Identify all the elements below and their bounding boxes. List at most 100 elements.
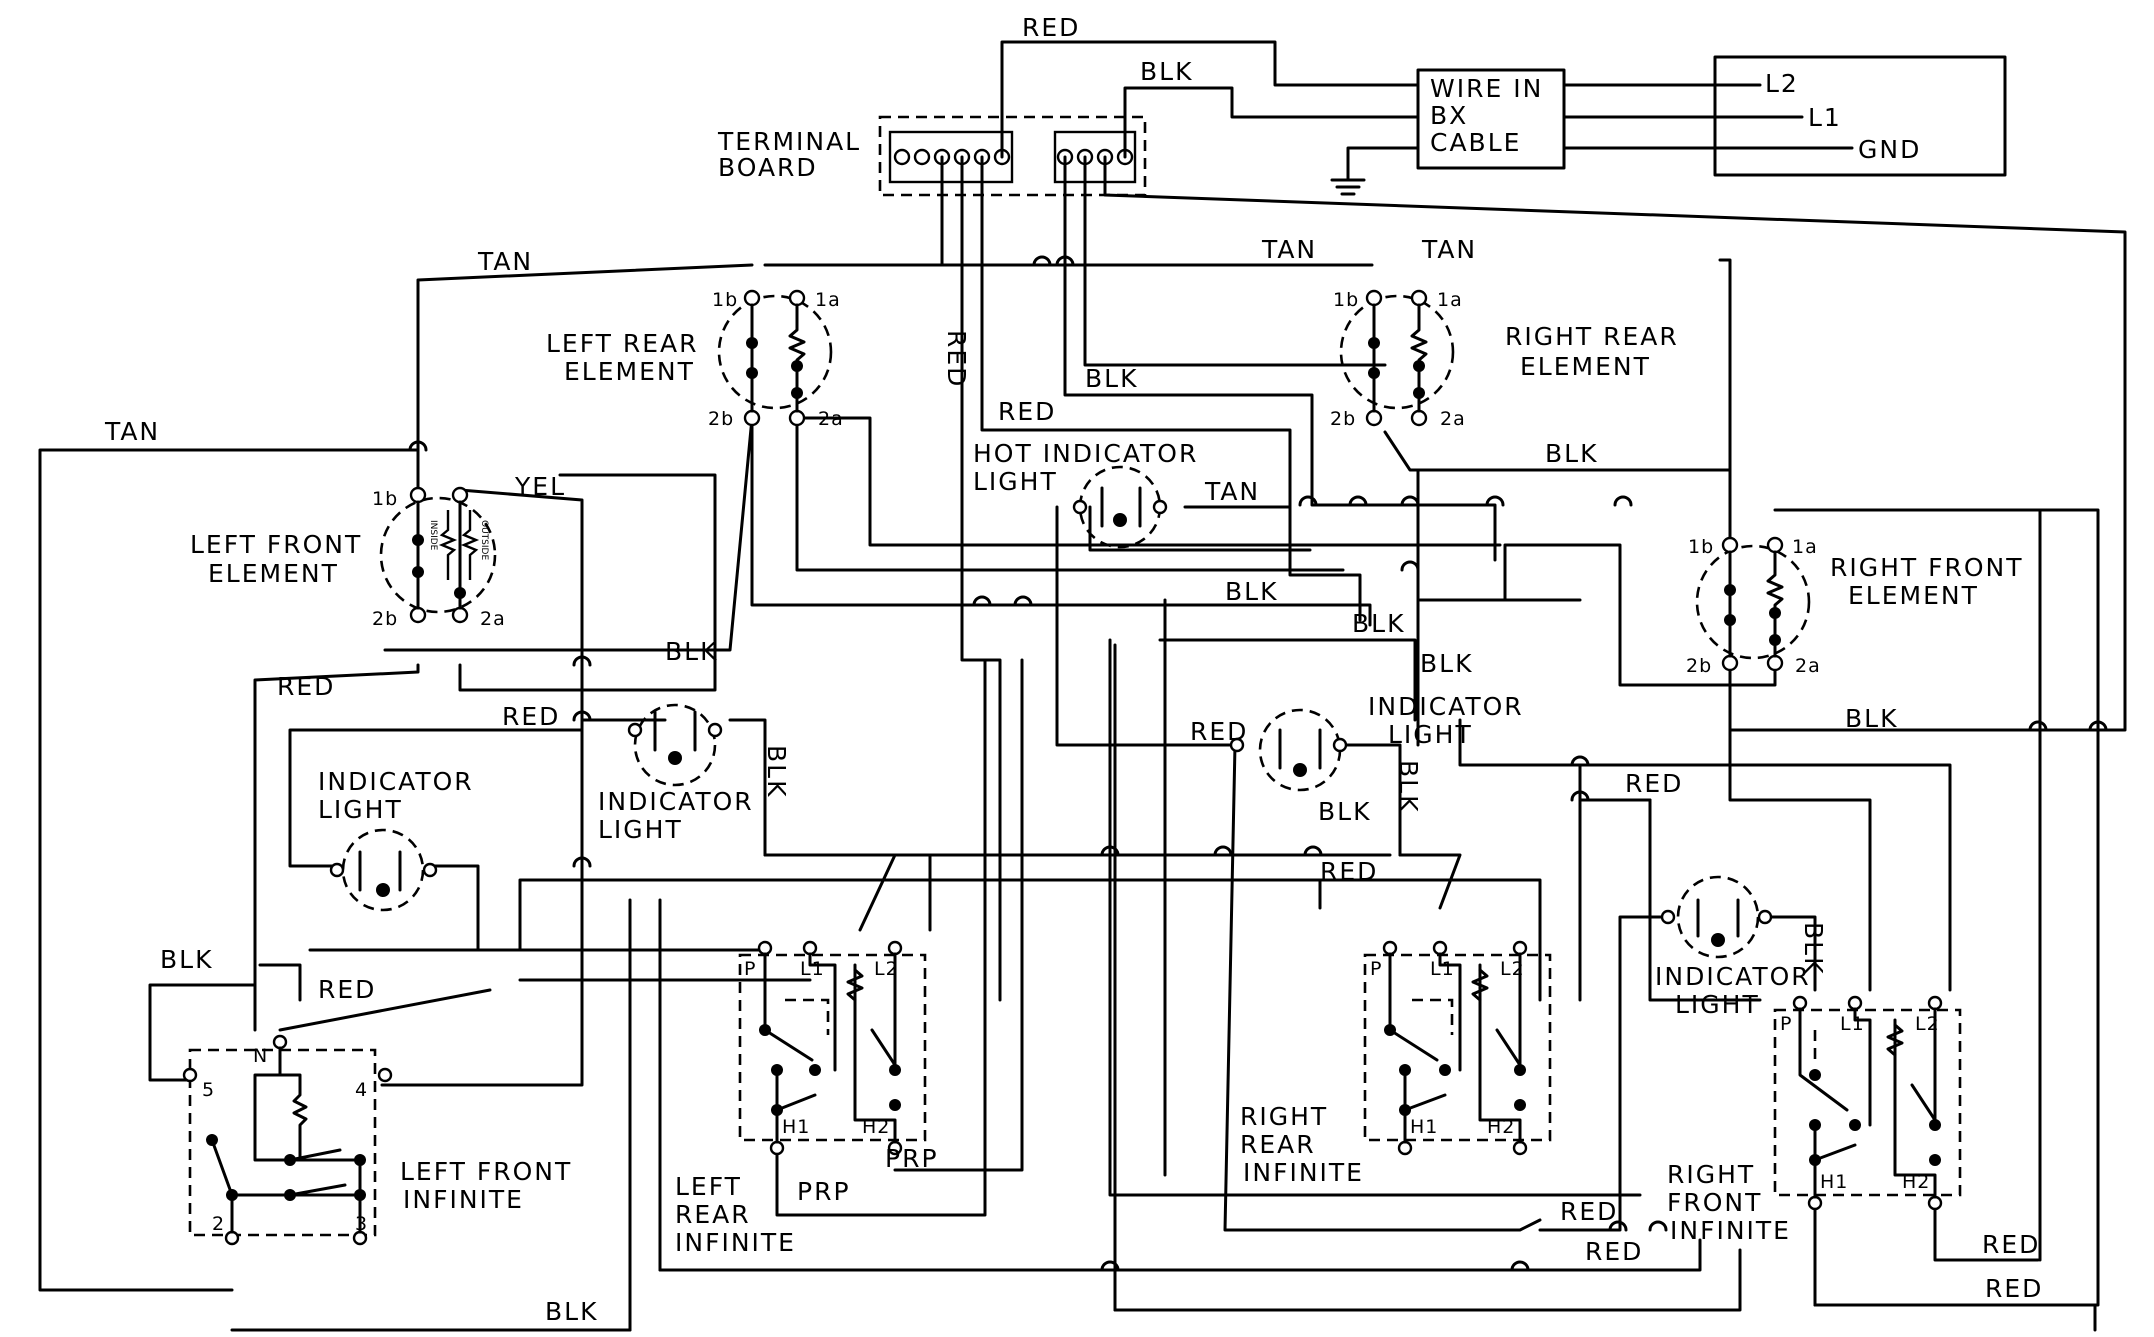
rr-sw-term-h1: H1 bbox=[1410, 1116, 1438, 1138]
right-rear-infinite-label-3: INFINITE bbox=[1243, 1158, 1364, 1187]
left-front-indicator-label-2: LIGHT bbox=[318, 795, 403, 824]
lf-sw-term-3: 3 bbox=[355, 1213, 368, 1235]
wire-label-blk-2: BLK bbox=[1545, 439, 1598, 468]
wire-label-red-3: RED bbox=[502, 702, 560, 731]
lr-term-1b: 1b bbox=[712, 289, 738, 311]
left-rear-infinite-label-2: REAR bbox=[675, 1200, 751, 1229]
rf-sw-term-h1: H1 bbox=[1820, 1171, 1848, 1193]
wire-label-red-6: RED bbox=[1320, 857, 1378, 886]
rf-term-1b: 1b bbox=[1688, 536, 1714, 558]
left-front-element: INSIDE OUTSIDE 1b 2b 2a LEFT FRONT ELEME… bbox=[190, 486, 506, 630]
harness-wires bbox=[38, 155, 2127, 1332]
terminal-board-label-1: TERMINAL bbox=[717, 127, 861, 156]
wire-label-red-vertical: RED bbox=[942, 330, 971, 388]
line-l2-label: L2 bbox=[1765, 69, 1799, 98]
right-front-indicator-light: INDICATOR LIGHT bbox=[1655, 875, 1811, 1019]
wire-label-prp-2: PRP bbox=[797, 1177, 851, 1206]
hot-indicator-label-1: HOT INDICATOR bbox=[973, 439, 1198, 468]
outside-label: OUTSIDE bbox=[479, 520, 489, 560]
right-front-element-label-2: ELEMENT bbox=[1848, 581, 1979, 610]
rr-term-1a: 1a bbox=[1437, 289, 1463, 311]
rr-term-2a: 2a bbox=[1440, 408, 1466, 430]
lf-term-2a: 2a bbox=[480, 608, 506, 630]
right-rear-infinite-label-1: RIGHT bbox=[1240, 1102, 1328, 1131]
rr-term-1b: 1b bbox=[1333, 289, 1359, 311]
terminal-block-right bbox=[1053, 130, 1137, 184]
rr-sw-term-l1: L1 bbox=[1430, 958, 1455, 980]
left-rear-element-label-1: LEFT REAR bbox=[546, 329, 699, 358]
left-rear-element: 1b 1a 2b 2a LEFT REAR ELEMENT bbox=[546, 289, 844, 430]
right-front-infinite-label-1: RIGHT bbox=[1667, 1160, 1755, 1189]
wire-label-prp-1: PRP bbox=[885, 1144, 939, 1173]
right-front-infinite-label-3: INFINITE bbox=[1670, 1216, 1791, 1245]
rr-sw-term-p: P bbox=[1370, 958, 1382, 980]
terminal-block-left bbox=[888, 130, 1014, 184]
wire-label-blk-3: BLK bbox=[1225, 577, 1278, 606]
right-front-element: 1b 1a 2b 2a RIGHT FRONT ELEMENT bbox=[1686, 536, 2022, 677]
right-front-indicator-label-1: INDICATOR bbox=[1655, 962, 1811, 991]
wire-label-blk-5: BLK bbox=[1420, 649, 1473, 678]
lr-term-1a: 1a bbox=[815, 289, 841, 311]
wire-label-red-7: RED bbox=[318, 975, 376, 1004]
left-front-infinite-switch: N 5 4 2 3 LEFT FRONT INFINITE bbox=[182, 1034, 572, 1246]
line-gnd-label: GND bbox=[1858, 135, 1921, 164]
wire-label-red-8: RED bbox=[1560, 1197, 1618, 1226]
wire-label-blk-vert-2: BLK bbox=[1394, 760, 1423, 813]
wire-label-tan-5: TAN bbox=[1204, 477, 1260, 506]
wire-label-blk-1: BLK bbox=[1085, 364, 1138, 393]
right-rear-element: 1b 1a 2b 2a RIGHT REAR ELEMENT bbox=[1330, 289, 1679, 430]
wire-label-blk-top: BLK bbox=[1140, 57, 1193, 86]
lf-sw-term-5: 5 bbox=[202, 1079, 215, 1101]
right-front-infinite-switch: P L1 L2 H1 H2 RIGHT FRONT INFINITE bbox=[1667, 995, 1962, 1245]
wire-label-blk-4: BLK bbox=[1352, 609, 1405, 638]
left-rear-indicator-light: INDICATOR LIGHT bbox=[598, 703, 752, 844]
cable-label-2: BX bbox=[1430, 101, 1468, 130]
lr-sw-term-h2: H2 bbox=[862, 1116, 890, 1138]
right-rear-indicator-label-2: LIGHT bbox=[1388, 720, 1473, 749]
lr-sw-term-l1: L1 bbox=[800, 958, 825, 980]
rr-term-2b: 2b bbox=[1330, 408, 1356, 430]
right-front-infinite-label-2: FRONT bbox=[1667, 1188, 1762, 1217]
wire-label-blk-vert-3: BLK bbox=[1799, 922, 1828, 975]
right-rear-indicator-label-1: INDICATOR bbox=[1368, 692, 1524, 721]
left-front-infinite-label-1: LEFT FRONT bbox=[400, 1157, 572, 1186]
lf-term-2b: 2b bbox=[372, 608, 398, 630]
rf-term-2a: 2a bbox=[1795, 655, 1821, 677]
lr-sw-term-l2: L2 bbox=[874, 958, 899, 980]
supply-wires: RED BLK bbox=[1000, 13, 1854, 196]
wire-label-tan-2: TAN bbox=[104, 417, 160, 446]
wire-label-red-top: RED bbox=[1022, 13, 1080, 42]
lf-term-1b: 1b bbox=[372, 488, 398, 510]
lr-term-2a: 2a bbox=[818, 408, 844, 430]
wire-label-red-9: RED bbox=[1585, 1237, 1643, 1266]
wire-label-blk-9: BLK bbox=[160, 945, 213, 974]
left-rear-indicator-label-2: LIGHT bbox=[598, 815, 683, 844]
rf-term-2b: 2b bbox=[1686, 655, 1712, 677]
left-rear-infinite-switch: P L1 L2 H1 H2 LEFT REAR INFINITE bbox=[675, 940, 927, 1257]
wire-label-blk-6: BLK bbox=[1845, 704, 1898, 733]
rf-term-1a: 1a bbox=[1792, 536, 1818, 558]
wire-label-red-5: RED bbox=[1625, 769, 1683, 798]
rf-sw-term-l1: L1 bbox=[1840, 1013, 1865, 1035]
wire-crossovers bbox=[408, 255, 2108, 1272]
left-rear-infinite-label-3: INFINITE bbox=[675, 1228, 796, 1257]
terminal-board: TERMINAL BOARD bbox=[717, 115, 1147, 197]
rf-sw-term-p: P bbox=[1780, 1013, 1792, 1035]
right-rear-element-label-1: RIGHT REAR bbox=[1505, 322, 1679, 351]
wire-label-red-2: RED bbox=[277, 672, 335, 701]
wire-label-red-11: RED bbox=[1985, 1274, 2043, 1303]
wire-label-blk-10: BLK bbox=[545, 1297, 598, 1326]
hot-indicator-light: HOT INDICATOR LIGHT bbox=[973, 439, 1198, 549]
rf-sw-term-h2: H2 bbox=[1902, 1171, 1930, 1193]
lf-sw-term-2: 2 bbox=[212, 1213, 225, 1235]
rr-sw-term-l2: L2 bbox=[1500, 958, 1525, 980]
rr-sw-term-h2: H2 bbox=[1487, 1116, 1515, 1138]
line-l1-label: L1 bbox=[1808, 103, 1842, 132]
lf-sw-term-n: N bbox=[253, 1045, 268, 1067]
cable-label-3: CABLE bbox=[1430, 128, 1521, 157]
wire-label-red-10: RED bbox=[1982, 1230, 2040, 1259]
lr-sw-term-p: P bbox=[744, 958, 756, 980]
right-front-indicator-label-2: LIGHT bbox=[1675, 990, 1760, 1019]
left-front-element-label-1: LEFT FRONT bbox=[190, 530, 362, 559]
